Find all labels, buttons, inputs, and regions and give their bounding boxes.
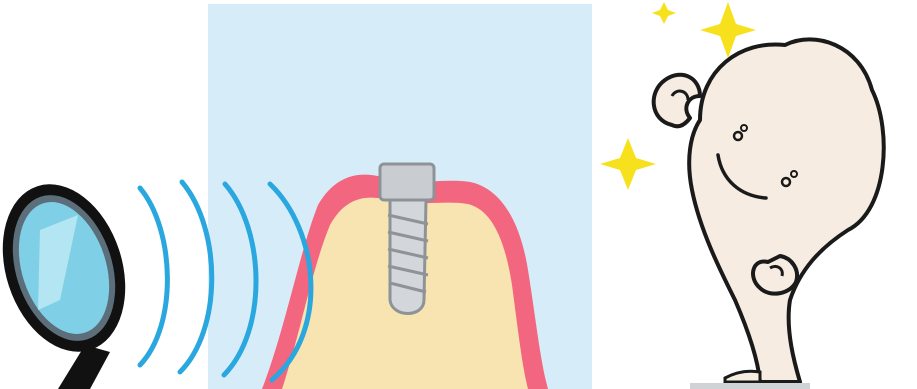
mirror-handle (58, 345, 110, 389)
implant-abutment (380, 164, 434, 200)
tooth-feet (725, 371, 760, 382)
dental-mirror-icon (0, 168, 146, 389)
scan-wave-3 (224, 184, 256, 375)
scan-wave-2 (180, 182, 212, 372)
ground-shadow (690, 383, 810, 389)
tooth-body (689, 39, 884, 382)
tooth-hand-raised (654, 75, 700, 127)
sparkle-small-top (652, 2, 676, 24)
tooth-hand-chin (753, 256, 797, 294)
scan-wave-1 (140, 188, 167, 365)
happy-tooth-icon (654, 39, 884, 389)
sparkle-left (600, 138, 656, 190)
